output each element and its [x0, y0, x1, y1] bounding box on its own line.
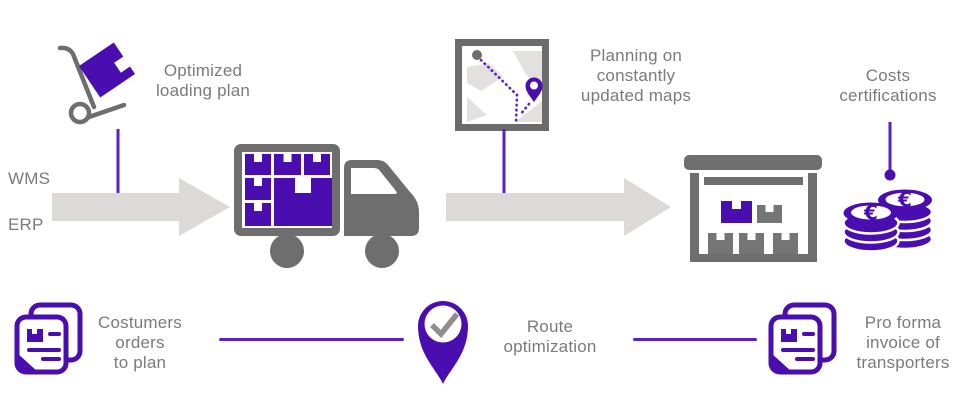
map-start-dot-icon [472, 50, 482, 60]
folded-corner [771, 353, 792, 372]
documents-icon [768, 302, 837, 375]
checkmark-icon [430, 312, 460, 339]
route-optimization-label: Route optimization [503, 317, 597, 357]
euro-symbol: € [897, 188, 912, 212]
euro-coins-icon: € € [842, 188, 934, 252]
flow-arrow-left-icon [52, 178, 230, 236]
erp-label: ERP [8, 215, 44, 234]
costs-certifications-label: Costs certifications [839, 66, 937, 106]
euro-symbol: € [863, 201, 878, 225]
folded-corner [17, 353, 38, 372]
customers-orders-label: Costumers orders to plan [98, 313, 182, 373]
route-line-right [633, 338, 757, 341]
map-route-icon [455, 39, 549, 131]
route-line-left [219, 338, 404, 341]
dotted-route-path [479, 58, 531, 124]
warehouse-icon [684, 155, 822, 262]
map-pin-icon [525, 77, 543, 102]
location-check-icon [418, 301, 468, 384]
wms-label: WMS [8, 169, 51, 188]
flow-arrow-right-icon [446, 178, 671, 236]
planning-maps-label: Planning on constantly updated maps [580, 46, 692, 106]
connector-costs [884, 122, 896, 181]
connector-dot-icon [884, 169, 896, 181]
hand-truck-icon [57, 42, 136, 125]
warehouse-purple-box [721, 201, 752, 223]
box-glyph-icon [781, 329, 797, 342]
documents-icon [14, 302, 83, 375]
box-glyph-icon [27, 329, 43, 342]
pro-forma-invoice-label: Pro forma invoice of transporters [856, 313, 950, 373]
optimized-loading-plan-label: Optimized loading plan [155, 61, 251, 101]
delivery-truck-icon [234, 144, 419, 268]
